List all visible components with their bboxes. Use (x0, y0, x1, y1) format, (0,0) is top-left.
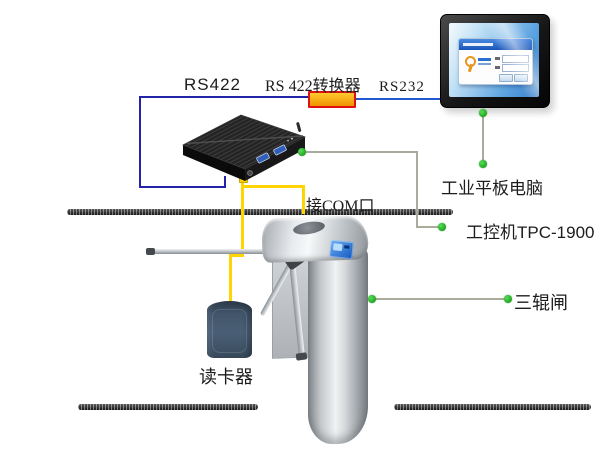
connector-dot-pc (298, 148, 306, 156)
connector-dot-ipc-label (438, 223, 446, 231)
reader-wire-jog (229, 254, 244, 257)
rs422-wire-top (139, 96, 310, 98)
reader-wire-drop (229, 254, 232, 304)
turnstile-arm-cap-left (146, 248, 155, 255)
turnstile-arm-cap-bottom (295, 352, 308, 361)
connector-dot-turnstile (368, 295, 376, 303)
vga-port-icon (256, 152, 270, 164)
card-reader-image (207, 301, 252, 358)
industrial-pc-image (182, 114, 306, 181)
label-industrial-pc: 工控机TPC-1900 (466, 223, 595, 242)
turnstile-arm-left (148, 249, 298, 254)
pointer-line-ipc-v (416, 151, 418, 228)
rs422-wire-left (139, 96, 141, 188)
turnstile-pillar (308, 246, 368, 444)
label-rs422: RS422 (184, 75, 241, 94)
reader-wire-vertical (241, 179, 244, 257)
turnstile-card-window (329, 239, 354, 260)
gate-rail-top (67, 209, 453, 215)
label-rs232: RS232 (379, 79, 425, 95)
gate-rail-bottom-left (78, 404, 258, 410)
rs232-wire (356, 98, 441, 100)
tablet-screen (449, 23, 539, 97)
label-card-reader: 读卡器 (199, 367, 253, 387)
pointer-line-ipc-h1 (302, 151, 418, 153)
pointer-line-turnstile (375, 298, 507, 300)
card-window-dot (344, 245, 350, 249)
connector-dot-tablet-label (479, 160, 487, 168)
com-wire-horizontal (241, 185, 305, 188)
com-wire-vertical (302, 185, 305, 214)
label-tablet-pc: 工业平板电脑 (441, 179, 543, 198)
rs422-converter-box (308, 91, 356, 108)
card-window-glyph (332, 243, 343, 252)
label-turnstile: 三辊闸 (514, 293, 568, 313)
label-com-port: 接COM口 (306, 198, 375, 215)
screen-glare (449, 23, 539, 97)
vga-port-icon (273, 144, 287, 156)
tablet-pc-image (440, 14, 550, 108)
gate-rail-bottom-right (394, 404, 591, 410)
antenna-icon (296, 122, 302, 132)
connector-dot-turnstile-label (504, 295, 512, 303)
rs422-wire-bottom (139, 186, 226, 188)
pointer-line-ipc-h2 (416, 226, 442, 228)
pointer-line-tablet (482, 115, 484, 164)
rs422-wire-stub (224, 176, 226, 188)
label-rs422-converter: RS 422转换器 (265, 78, 361, 95)
connector-dot-monitor (479, 109, 487, 117)
card-reader-face (212, 309, 247, 353)
